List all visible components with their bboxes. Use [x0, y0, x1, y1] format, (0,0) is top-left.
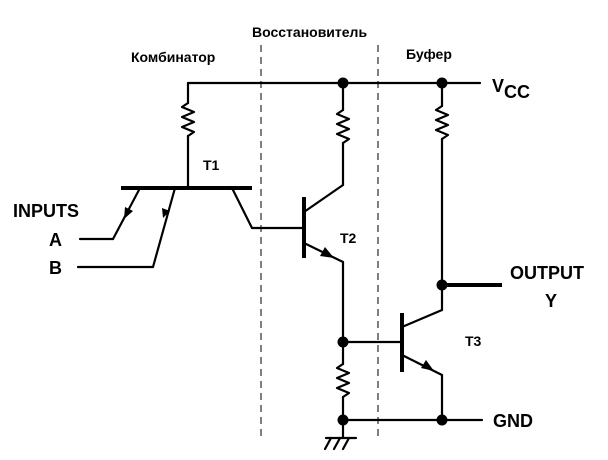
- gnd-label: GND: [493, 411, 533, 431]
- t3-label: T3: [465, 333, 482, 349]
- resistor-r2: [335, 81, 351, 187]
- t2-label: T2: [340, 230, 357, 246]
- t1-label: T1: [203, 157, 220, 173]
- input-a-label: A: [49, 230, 62, 250]
- resistor-r4: [434, 81, 450, 287]
- section-label-combiner: Комбинатор: [131, 49, 215, 65]
- ground-symbol-icon: [323, 418, 358, 451]
- input-b-label: B: [49, 258, 62, 278]
- section-label-buffer: Буфер: [406, 46, 452, 62]
- resistor-r3: [335, 340, 351, 422]
- output-y-label: Y: [545, 291, 557, 311]
- output-label: OUTPUT: [510, 263, 584, 283]
- transistor-t1: [76, 186, 306, 269]
- resistor-r1: [180, 81, 196, 190]
- transistor-t3: [400, 308, 444, 422]
- vcc-rail: [186, 77, 482, 89]
- transistor-t2: [302, 183, 345, 344]
- output-node: [436, 279, 502, 312]
- vcc-label: VCC: [492, 76, 530, 102]
- junction-t2-emitter: [337, 336, 404, 348]
- gnd-rail: [337, 414, 484, 426]
- inputs-label: INPUTS: [13, 201, 79, 221]
- section-label-restorer: Восстановитель: [252, 24, 367, 40]
